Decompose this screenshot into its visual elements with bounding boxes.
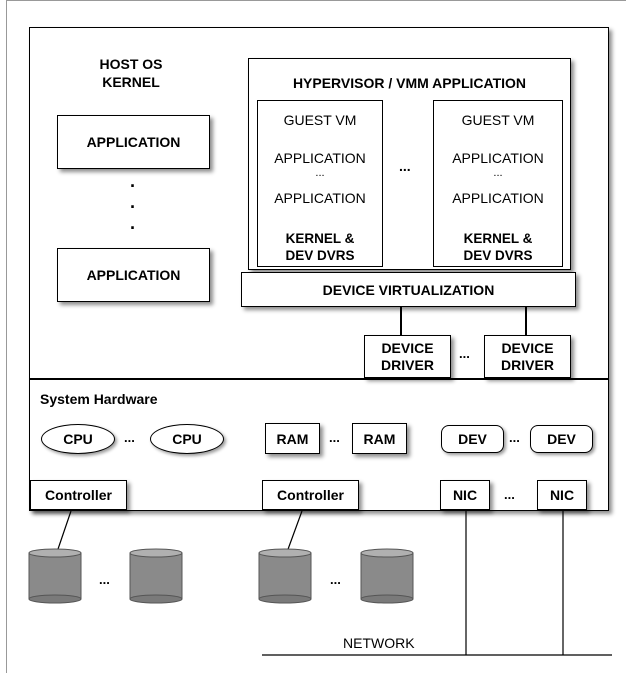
dev-ellipsis: ... — [509, 430, 520, 445]
nic-1-label: NIC — [452, 487, 478, 503]
controller-1: Controller — [30, 480, 127, 510]
host-application-box-1: APPLICATION — [57, 115, 210, 169]
guest-vm-right-kernel-line1: KERNEL & — [463, 231, 533, 246]
cpu-2: CPU — [150, 424, 224, 454]
nic-2-label: NIC — [549, 487, 575, 503]
host-os-title-line1: HOST OS — [99, 56, 163, 72]
cpu-2-label: CPU — [172, 431, 202, 447]
disk-left-2 — [129, 548, 183, 604]
guest-vm-right — [433, 100, 563, 267]
disk-left-ellipsis: ... — [99, 572, 110, 587]
host-application-label-2: APPLICATION — [86, 267, 181, 283]
device-virtualization-label: DEVICE VIRTUALIZATION — [322, 281, 495, 298]
nic-1: NIC — [440, 480, 490, 510]
host-application-box-2: APPLICATION — [57, 248, 210, 302]
ram-ellipsis: ... — [329, 430, 340, 445]
controller-1-to-disk-line — [56, 510, 72, 553]
dev-2-label: DEV — [547, 431, 576, 447]
hardware-divider — [29, 378, 609, 380]
host-vdot-1: · — [130, 176, 136, 196]
device-driver-left-line2: DRIVER — [381, 356, 434, 373]
dev-1-label: DEV — [458, 431, 487, 447]
device-driver-left-line1: DEVICE — [381, 339, 434, 356]
ram-2: RAM — [352, 423, 407, 454]
system-hardware-title: System Hardware — [40, 391, 158, 407]
guest-vm-right-dots: ... — [493, 167, 503, 179]
controller-1-label: Controller — [45, 487, 112, 503]
host-application-label-1: APPLICATION — [86, 134, 181, 150]
guest-vm-left-app1: APPLICATION — [274, 150, 366, 166]
guest-vm-left-title: GUEST VM — [283, 112, 357, 128]
guest-vm-left — [257, 100, 383, 267]
dv-to-driver-left-connector — [400, 307, 402, 335]
host-os-title-line2: KERNEL — [102, 74, 160, 90]
dev-1: DEV — [441, 425, 504, 453]
device-driver-right: DEVICE DRIVER — [484, 335, 571, 378]
cpu-1-label: CPU — [63, 431, 93, 447]
controller-2: Controller — [262, 480, 359, 510]
device-driver-left: DEVICE DRIVER — [364, 335, 451, 378]
ram-1: RAM — [265, 423, 320, 454]
guest-vm-left-app2: APPLICATION — [274, 190, 366, 206]
hypervisor-title: HYPERVISOR / VMM APPLICATION — [292, 75, 527, 91]
disk-right-ellipsis: ... — [330, 572, 341, 587]
host-vdot-3: · — [130, 218, 136, 238]
nic-ellipsis: ... — [504, 487, 515, 502]
device-driver-right-line1: DEVICE — [501, 339, 554, 356]
guest-vm-right-kernel-line2: DEV DVRS — [463, 248, 533, 263]
cpu-1: CPU — [41, 424, 115, 454]
disk-right-1 — [258, 548, 312, 604]
page-left-border — [6, 0, 7, 673]
page-top-border — [6, 0, 626, 1]
network-label: NETWORK — [343, 635, 415, 651]
host-vdot-2: · — [130, 197, 136, 217]
guest-vm-ellipsis: ... — [399, 158, 411, 174]
disk-left-1 — [28, 548, 82, 604]
device-driver-ellipsis: ... — [459, 346, 470, 361]
device-driver-right-line2: DRIVER — [501, 356, 554, 373]
guest-vm-left-kernel-line2: DEV DVRS — [285, 248, 355, 263]
controller-2-label: Controller — [277, 487, 344, 503]
guest-vm-left-dots: ... — [315, 167, 325, 179]
guest-vm-right-title: GUEST VM — [461, 112, 535, 128]
nic-2: NIC — [537, 480, 587, 510]
guest-vm-left-kernel-line1: KERNEL & — [285, 231, 355, 246]
ram-1-label: RAM — [276, 430, 309, 447]
guest-vm-right-app1: APPLICATION — [452, 150, 544, 166]
dv-to-driver-right-connector — [525, 307, 527, 335]
controller-2-to-disk-line — [286, 510, 303, 553]
ram-2-label: RAM — [363, 430, 396, 447]
device-virtualization-box: DEVICE VIRTUALIZATION — [241, 272, 576, 307]
dev-2: DEV — [530, 425, 593, 453]
disk-right-2 — [360, 548, 414, 604]
cpu-ellipsis: ... — [124, 430, 135, 445]
guest-vm-right-app2: APPLICATION — [452, 190, 544, 206]
